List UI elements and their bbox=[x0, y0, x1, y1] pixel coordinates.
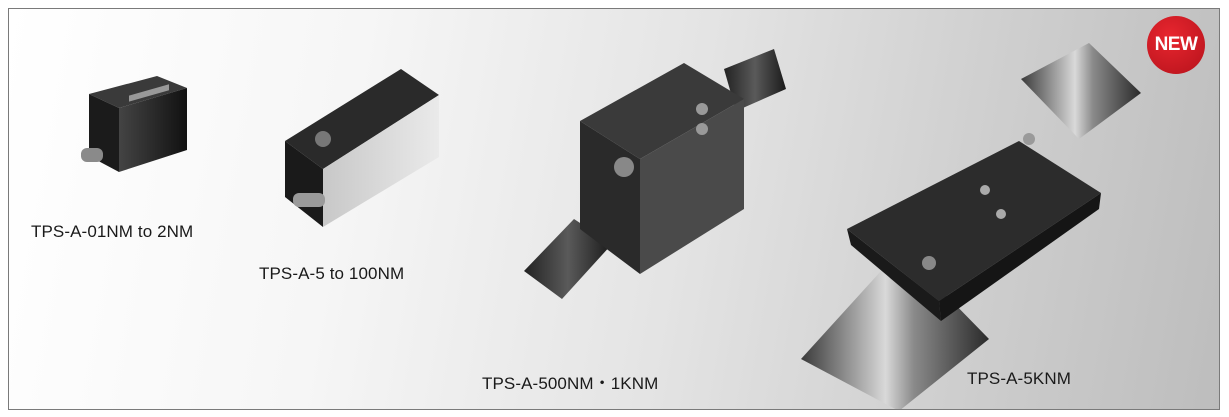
torque-sensor-large-image bbox=[524, 49, 786, 299]
product-lineup-panel: TPS-A-01NM to 2NM TPS-A-5 to 100NM TPS-A… bbox=[8, 8, 1220, 410]
torque-sensor-xlarge-image bbox=[801, 43, 1141, 409]
product-label-3: TPS-A-500NM・1KNM bbox=[482, 374, 659, 393]
product-label-4: TPS-A-5KNM bbox=[967, 369, 1071, 388]
product-label-1: TPS-A-01NM to 2NM bbox=[31, 222, 194, 241]
product-label-2: TPS-A-5 to 100NM bbox=[259, 264, 405, 283]
new-badge: NEW bbox=[1147, 16, 1205, 74]
torque-sensor-medium-image bbox=[285, 69, 439, 227]
torque-sensor-small-image bbox=[81, 76, 187, 172]
